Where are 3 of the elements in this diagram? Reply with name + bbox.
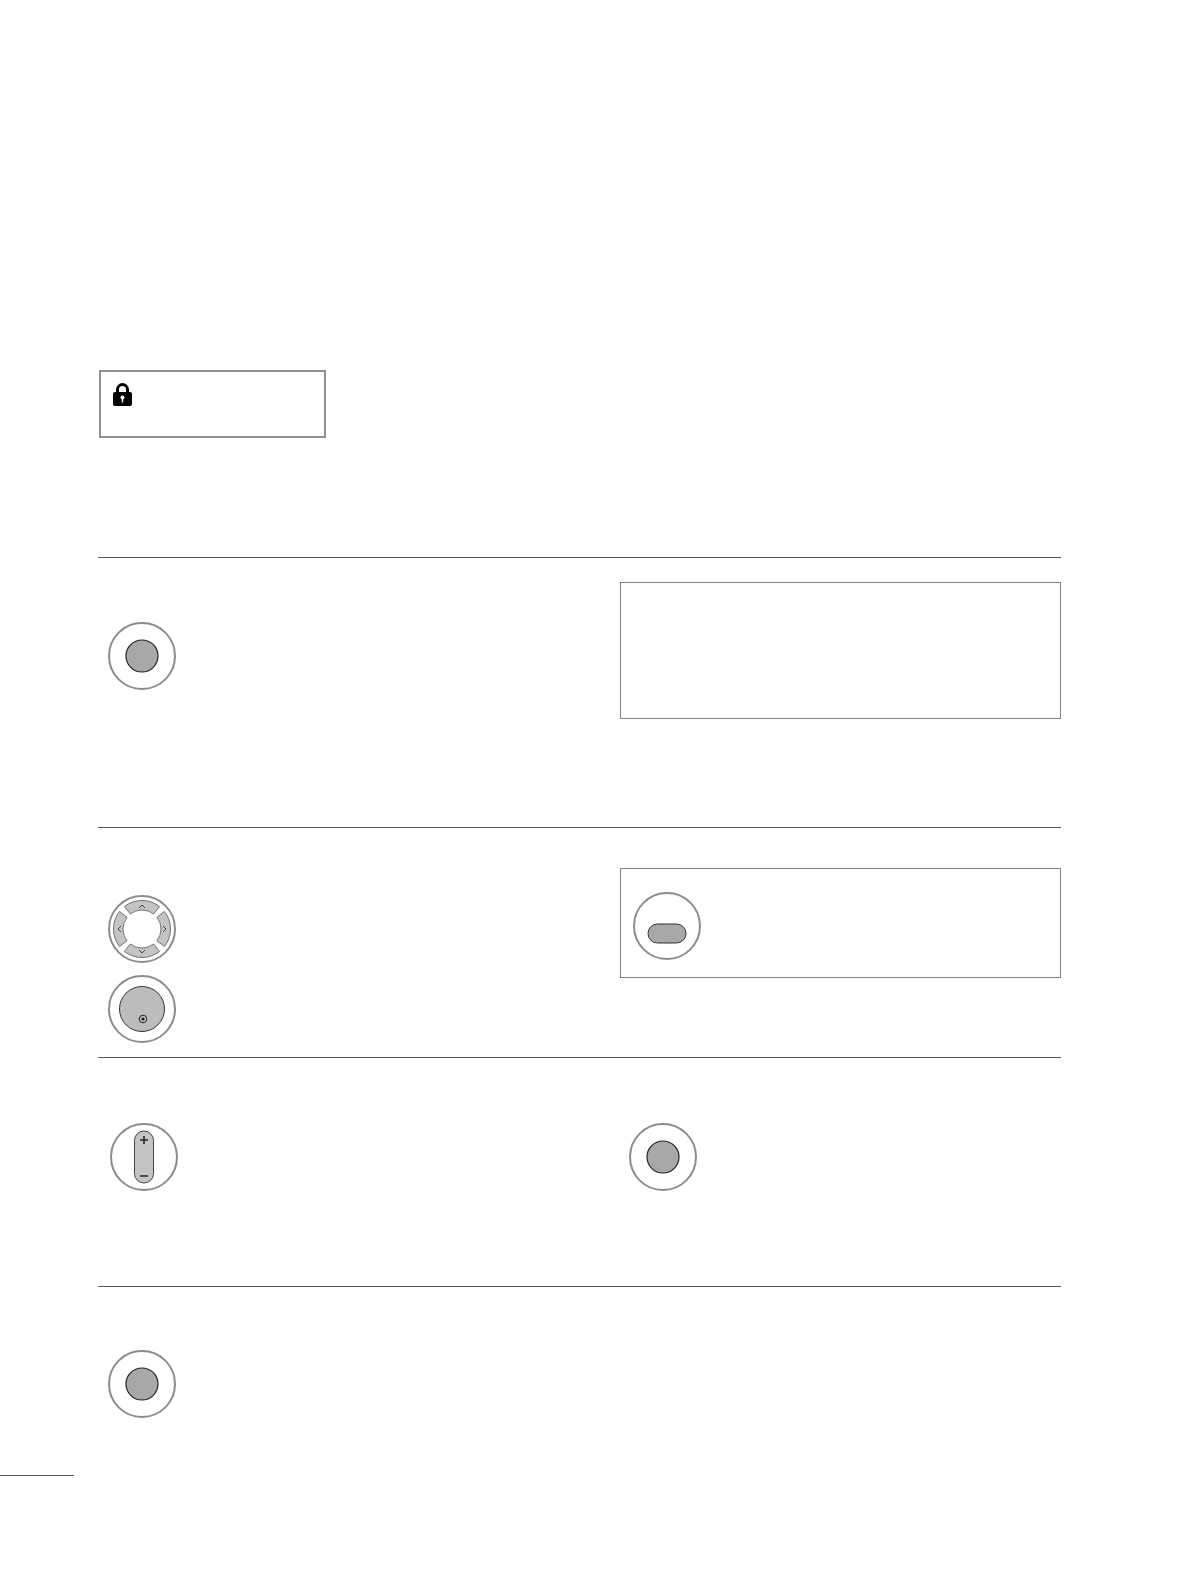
outlined-box [620, 582, 1061, 719]
outlined-box [620, 868, 1061, 978]
outlined-box [99, 370, 326, 438]
